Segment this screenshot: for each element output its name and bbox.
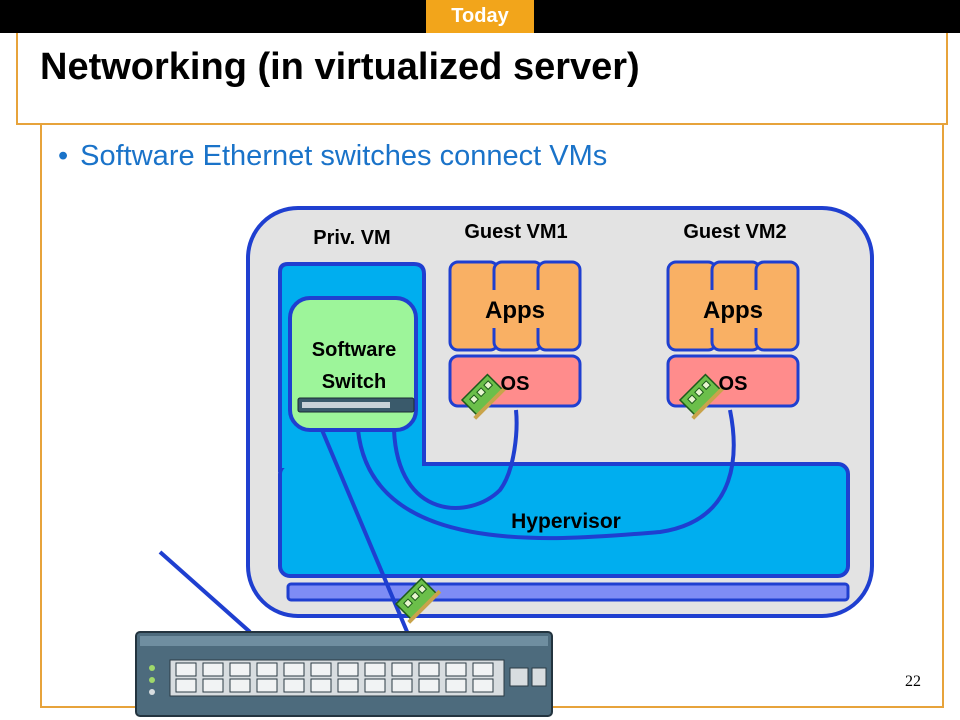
external-cable <box>158 550 252 634</box>
software-switch-label-2: Switch <box>322 371 386 393</box>
hardware-bar <box>286 582 850 602</box>
switch-port <box>175 662 197 677</box>
switch-port <box>418 678 440 693</box>
slide-title: Networking (in virtualized server) <box>40 46 640 88</box>
switch-port <box>310 662 332 677</box>
apps-label-vm2: Apps <box>703 297 763 324</box>
switch-port <box>175 678 197 693</box>
switch-port <box>229 662 251 677</box>
software-switch-label-1: Software <box>312 339 396 361</box>
hypervisor-label: Hypervisor <box>511 510 621 533</box>
software-switch-box <box>288 296 418 432</box>
nic-icon-physical <box>394 577 442 624</box>
hypervisor-box <box>278 462 850 578</box>
guest-vm1-apps <box>448 260 582 352</box>
apps-label-vm1: Apps <box>485 297 545 324</box>
guest-vm2-label: Guest VM2 <box>683 221 786 243</box>
switch-port <box>310 678 332 693</box>
guest-vm1-label: Guest VM1 <box>464 221 567 243</box>
slide-number: 22 <box>905 673 921 690</box>
switch-port <box>445 662 467 677</box>
os-label-vm1: OS <box>501 373 530 395</box>
switch-port <box>283 678 305 693</box>
switch-port <box>472 678 494 693</box>
switch-port <box>283 662 305 677</box>
today-tab: Today <box>426 0 534 33</box>
switch-port <box>472 662 494 677</box>
switch-port <box>364 662 386 677</box>
bullet-dot: • <box>58 140 69 172</box>
os-label-vm2: OS <box>719 373 748 395</box>
switch-port <box>391 662 413 677</box>
switch-port <box>391 678 413 693</box>
vm1-link <box>392 409 519 510</box>
switch-port <box>364 678 386 693</box>
switch-port <box>418 662 440 677</box>
uplink-line <box>320 429 410 635</box>
priv-vm-join <box>282 458 422 468</box>
switch-port <box>202 662 224 677</box>
nic-icon-vm2 <box>678 373 726 420</box>
physical-switch <box>135 631 553 717</box>
frame-right-border <box>942 123 944 708</box>
switch-port <box>445 678 467 693</box>
switch-port <box>202 678 224 693</box>
switch-port <box>229 678 251 693</box>
switch-port <box>256 662 278 677</box>
switch-port <box>337 678 359 693</box>
switch-port <box>337 662 359 677</box>
title-frame <box>16 33 948 125</box>
guest-vm2-apps <box>666 260 800 352</box>
small-switch-icon <box>297 397 415 413</box>
frame-left-border <box>40 123 42 708</box>
priv-vm-label: Priv. VM <box>313 227 390 249</box>
switch-port <box>256 678 278 693</box>
bullet-text: Software Ethernet switches connect VMs <box>80 140 608 172</box>
bullet-point: • Software Ethernet switches connect VMs <box>58 140 607 173</box>
nic-icon-vm1 <box>460 373 508 420</box>
vm2-link <box>356 409 736 541</box>
